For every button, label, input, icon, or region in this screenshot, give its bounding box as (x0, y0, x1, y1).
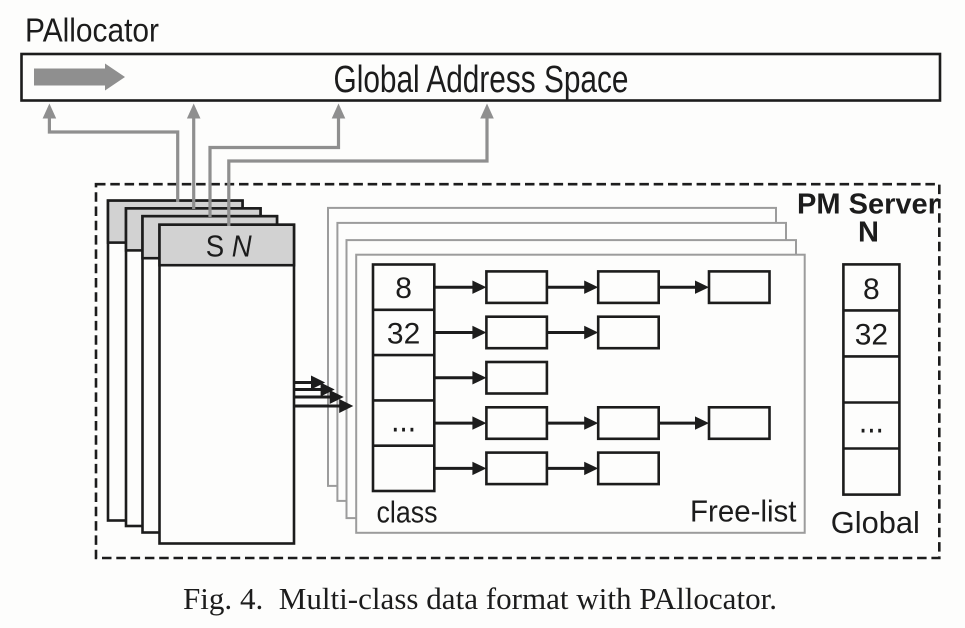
svg-text:S N: S N (206, 229, 253, 264)
svg-text:...: ... (391, 402, 416, 440)
svg-text:Global: Global (831, 505, 920, 540)
svg-text:class: class (377, 495, 438, 530)
svg-text:PAllocator: PAllocator (25, 12, 159, 49)
svg-text:8: 8 (395, 272, 412, 305)
svg-text:8: 8 (863, 273, 880, 306)
svg-text:PM Server: PM Server (797, 189, 939, 221)
svg-text:N: N (858, 217, 879, 249)
svg-text:...: ... (859, 403, 884, 441)
svg-text:Global Address Space: Global Address Space (334, 59, 629, 101)
svg-text:Free-list: Free-list (690, 494, 797, 529)
svg-text:32: 32 (855, 319, 888, 352)
svg-text:Fig. 4. Multi-class data form: Fig. 4. Multi-class data format with PAl… (183, 581, 777, 616)
svg-text:32: 32 (387, 317, 420, 350)
